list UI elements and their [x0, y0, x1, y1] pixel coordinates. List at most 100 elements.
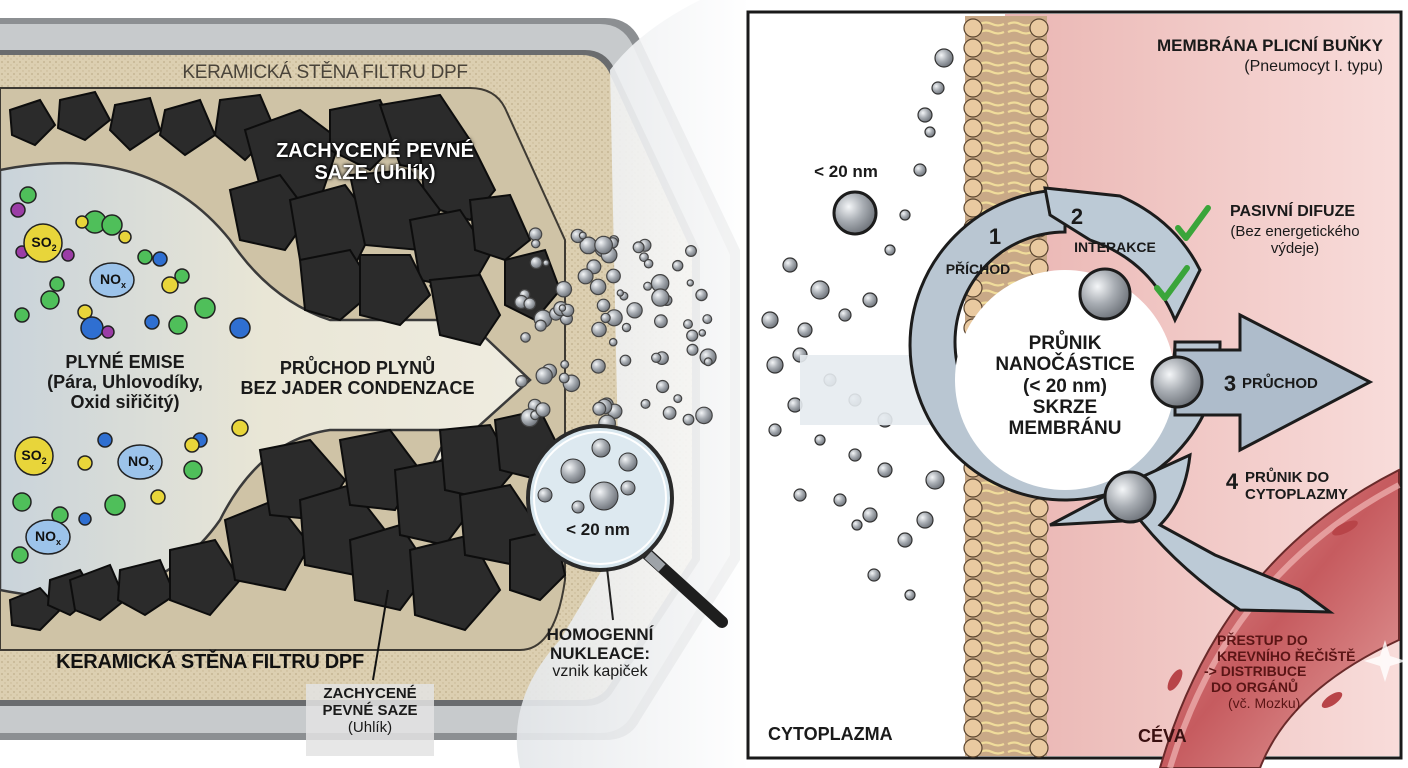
droplet [695, 406, 713, 425]
lipid-tail [979, 541, 1005, 547]
lipid-tail [979, 81, 1005, 87]
lipid-head [1029, 118, 1049, 138]
center-caption: PRŮNIK NANOČÁSTICE (< 20 nm) SKRZE MEMBR… [965, 333, 1165, 439]
soot-particles [8, 90, 562, 347]
droplet [590, 358, 606, 374]
lipid-tail [979, 161, 1005, 167]
lipid-head [963, 178, 983, 198]
droplet [686, 329, 699, 342]
blood-line4: DO ORGÁNŮ [1211, 679, 1299, 696]
lipid-tail [979, 181, 1005, 187]
lipid-head [1029, 138, 1049, 158]
ceramic-wall-top-label: KERAMICKÁ STĚNA FILTRU DPF [182, 62, 468, 83]
lipid-tail [979, 549, 1005, 555]
lipid-tail [1007, 181, 1033, 187]
droplet [655, 379, 670, 394]
lipid-tail [1007, 261, 1033, 267]
lipid-tail [1007, 749, 1033, 755]
lipid-tail [979, 641, 1005, 647]
nanoparticle [913, 163, 927, 177]
nanoparticle [838, 308, 852, 322]
nanoparticles [761, 48, 954, 601]
blood-line2: KREVNÍHO ŘEČIŠTĚ [1217, 647, 1356, 664]
lipid-tail [1007, 129, 1033, 135]
lipid-head [1029, 18, 1049, 38]
lipid-head [963, 498, 983, 518]
lipid-tail [979, 529, 1005, 535]
nanoparticle [884, 244, 896, 256]
lipid-tail [979, 521, 1005, 527]
membrane-subtitle: (Pneumocyt I. typu) [1244, 58, 1383, 75]
cytoplasm-label: CYTOPLAZMA [768, 724, 893, 744]
droplet [531, 238, 541, 249]
nucleation-caption-line3: vznik kapiček [552, 663, 648, 681]
gas-passage-arrow-label: PRŮCHOD PLYNŮ BEZ JADER CONDENZACE [225, 358, 490, 398]
soot-bottom-label-line1: ZACHYCENÉ [323, 685, 417, 702]
droplet [560, 359, 570, 369]
nanoparticle [924, 126, 936, 138]
lipid-tail [979, 69, 1005, 75]
gas-label-line1: PLYNÉ EMISE [65, 352, 185, 372]
nanoparticle [848, 448, 862, 462]
lipid-head [963, 598, 983, 618]
lipid-head [1029, 58, 1049, 78]
diffusion-sub-line2: výdeje) [1270, 239, 1320, 257]
lipid-tail [1007, 89, 1033, 95]
lipid-tail [979, 501, 1005, 507]
lipid-tail [979, 41, 1005, 47]
lipid-tail [1007, 529, 1033, 535]
blood-line5: (vč. Mozku) [1228, 694, 1301, 711]
chem-formula: NO [34, 528, 56, 544]
lipid-tail [1007, 681, 1033, 687]
droplet [616, 289, 625, 297]
center-line2: NANOČÁSTICE [995, 354, 1135, 376]
center-line5: MEMBRÁNU [1008, 418, 1122, 440]
magnifier-size-label: < 20 nm [566, 520, 630, 539]
step-4-label-line1: PRŮNIK DO [1245, 469, 1330, 486]
center-line3: (< 20 nm) [1023, 375, 1107, 397]
arrow-label-line1: PRŮCHOD PLYNŮ [279, 358, 436, 378]
gas-label-line3: Oxid siřičitý) [70, 392, 180, 413]
droplet [600, 312, 611, 324]
lipid-head [963, 58, 983, 78]
step-2-number: 2 [1070, 204, 1084, 229]
lipid-tail [979, 609, 1005, 615]
lipid-tail [979, 729, 1005, 735]
chem-subscript: x [55, 536, 61, 547]
lipid-tail [1007, 549, 1033, 555]
lipid-tail [979, 621, 1005, 627]
lipid-head [963, 98, 983, 118]
lipid-tail [979, 21, 1005, 27]
lipid-tail [1007, 589, 1033, 595]
droplet [672, 260, 684, 272]
lipid-tail [979, 281, 1005, 287]
step-3-number: 3 [1223, 371, 1237, 396]
passive-diffusion-subtitle: (Bez energetického výdeje) [1200, 223, 1390, 258]
lipid-tail [979, 581, 1005, 587]
lipid-tail [979, 29, 1005, 35]
lipid-tail [1007, 661, 1033, 667]
lipid-tail [1007, 741, 1033, 747]
lipid-tail [979, 749, 1005, 755]
nanoparticle [782, 257, 798, 273]
lipid-tail [979, 129, 1005, 135]
droplet [558, 304, 567, 312]
lipid-tail [1007, 109, 1033, 115]
soot-bottom-label-line2: PEVNÉ SAZE [322, 701, 418, 719]
nanoparticle [768, 423, 782, 437]
lipid-tail [1007, 581, 1033, 587]
lipid-tail [1007, 121, 1033, 127]
center-line4: SKRZE [1032, 396, 1098, 418]
lipid-tail [979, 661, 1005, 667]
lipid-head [1029, 78, 1049, 98]
lipid-tail [979, 709, 1005, 715]
lipid-tail [979, 169, 1005, 175]
lipid-tail [979, 489, 1005, 495]
lipid-tail [979, 49, 1005, 55]
droplet [639, 252, 649, 263]
blood-line3: -> DISTRIBUCE [1204, 663, 1307, 680]
lipid-tail [979, 109, 1005, 115]
lipid-tail [1007, 49, 1033, 55]
lipid-tail [979, 701, 1005, 707]
